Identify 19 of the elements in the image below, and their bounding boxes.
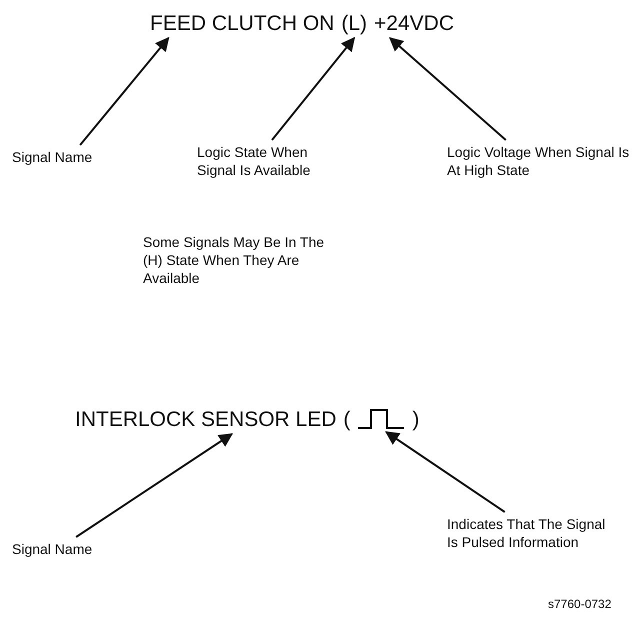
leader-arrow [271, 36, 356, 141]
leader-arrow [76, 433, 233, 538]
callout-text: Signal Name [12, 148, 92, 166]
parenthesis: ( [343, 408, 350, 432]
voltage-text: +24VDC [374, 12, 454, 36]
note-text: Some Signals May Be In The (H) State When They Are Available [143, 233, 326, 287]
callout-text: Signal Name [12, 540, 92, 558]
callout-text: Logic State When Signal Is Available [197, 143, 347, 179]
signal-name-text: FEED CLUTCH ON [150, 12, 334, 36]
leader-arrow [385, 431, 506, 513]
pulse-waveform-icon [357, 408, 406, 430]
callout-text: Logic Voltage When Signal Is At High State [447, 143, 643, 179]
callout-text: Indicates That The Signal Is Pulsed Information [447, 515, 612, 551]
logic-state-text: (L) [341, 12, 368, 36]
figure-id: s7760-0732 [548, 597, 612, 611]
signal-name-text: INTERLOCK SENSOR LED [75, 408, 336, 432]
parenthesis: ) [412, 408, 420, 432]
leader-arrow [388, 37, 506, 141]
leader-arrow [79, 36, 170, 146]
